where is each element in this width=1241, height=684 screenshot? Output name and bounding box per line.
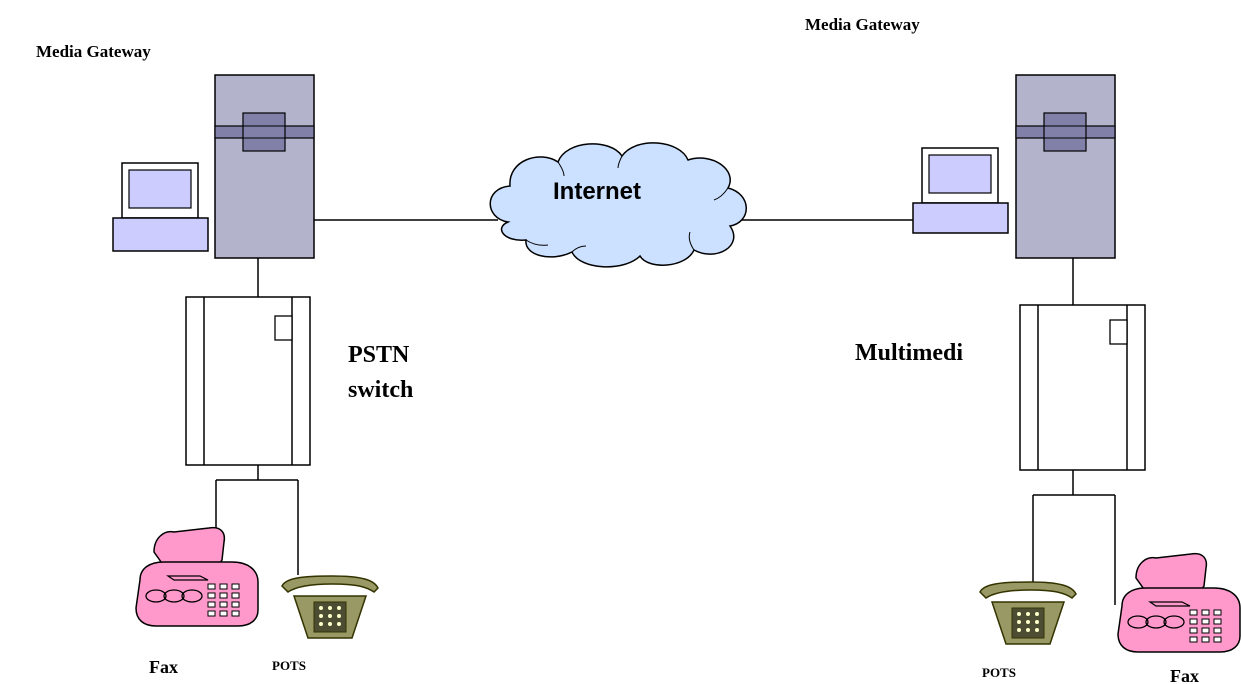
connection-lines: [215, 219, 1116, 605]
pstn-switch-icon: [185, 296, 311, 466]
pots-right-label: POTS: [982, 665, 1016, 680]
multimedia-switch-icon: [1019, 304, 1146, 471]
multimedia-label: Multimedi: [855, 340, 963, 366]
fax-right-label: Fax: [1170, 666, 1199, 684]
fax-left-label: Fax: [149, 657, 178, 677]
server-left-icon: [214, 74, 315, 259]
phone-right-icon: [979, 581, 1077, 645]
gateway-left-label: Media Gateway: [36, 42, 151, 61]
pstn-switch-label-line2: switch: [348, 377, 414, 403]
gateway-right-label: Media Gateway: [805, 15, 920, 34]
fax-left-icon: [135, 526, 259, 627]
server-right-icon: [1015, 74, 1116, 259]
fax-right-icon: [1117, 552, 1241, 653]
internet-cloud-icon: [489, 142, 747, 268]
computer-left-icon: [112, 162, 209, 252]
computer-right-icon: [912, 147, 1009, 234]
pstn-switch-label-line1: PSTN: [348, 342, 410, 368]
phone-left-icon: [281, 575, 379, 639]
internet-label: Internet: [553, 178, 642, 205]
pots-left-label: POTS: [272, 658, 306, 673]
